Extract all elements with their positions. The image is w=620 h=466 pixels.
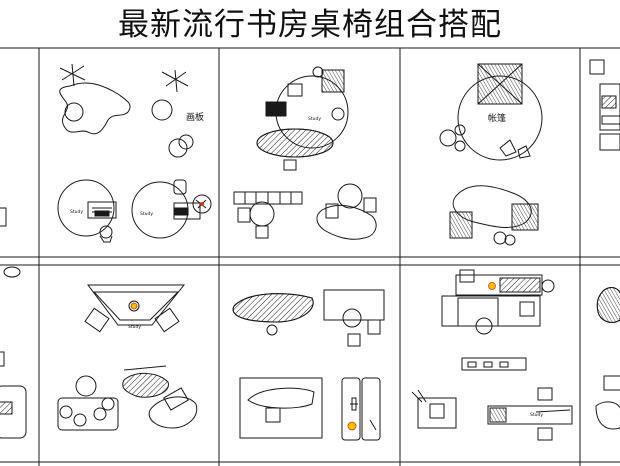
panel-grid <box>0 48 620 466</box>
label-study-round-2: Study <box>140 211 153 217</box>
label-study-round-1: Study <box>70 209 83 215</box>
label-study-office: Study <box>530 412 543 418</box>
page-title: 最新流行书房桌椅组合搭配 <box>118 7 502 43</box>
panel-tent <box>440 64 542 245</box>
label-tent: 帐篷 <box>488 112 506 124</box>
panel-right-bottom <box>596 288 620 429</box>
label-study-trapezoid: Study <box>128 324 141 330</box>
panel-trapezoid-desk <box>58 285 197 430</box>
label-drawing-board: 画板 <box>186 111 204 123</box>
label-study-leaf: Study <box>308 116 321 122</box>
accent-marks <box>131 202 496 430</box>
panel-drawing-board <box>58 64 211 242</box>
panel-office-desk <box>412 270 572 440</box>
panel-hatched-tables <box>233 290 384 440</box>
panel-left-bottom <box>0 267 26 438</box>
panel-left-top <box>0 208 6 226</box>
panel-right-top <box>590 60 620 150</box>
panel-leaf-study <box>234 67 376 239</box>
